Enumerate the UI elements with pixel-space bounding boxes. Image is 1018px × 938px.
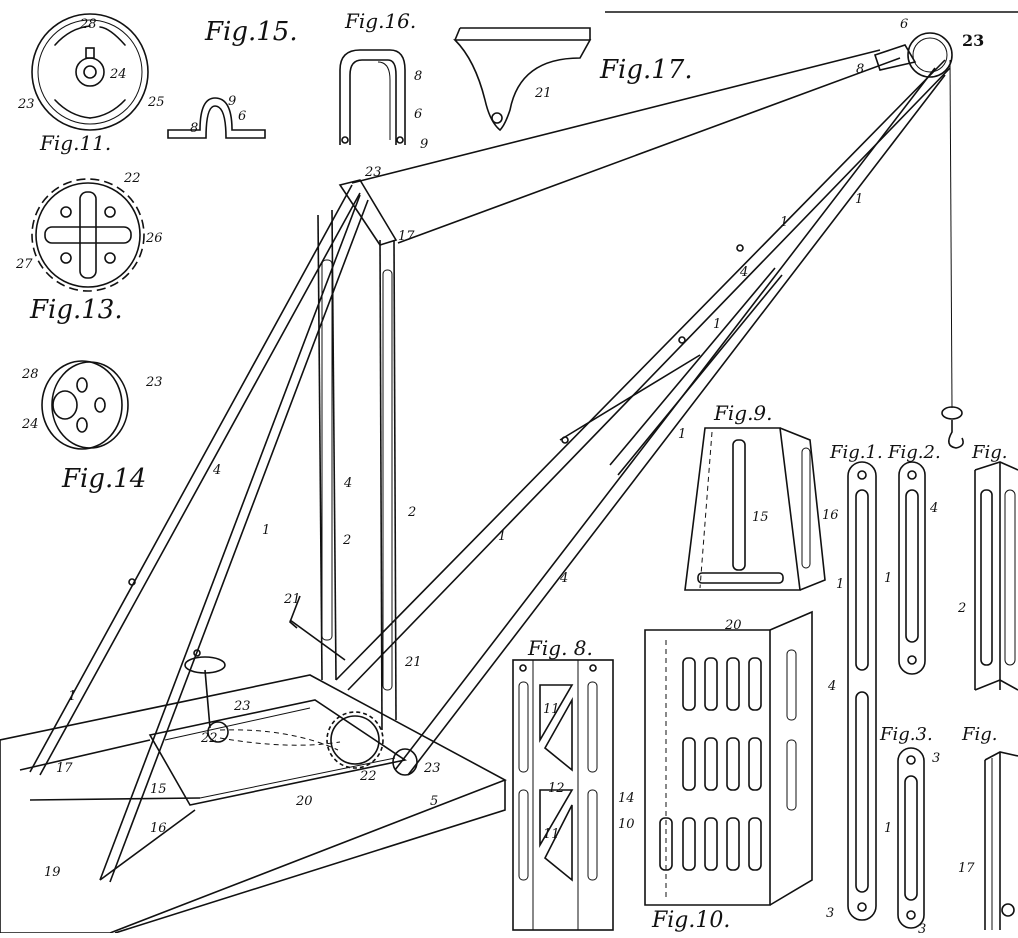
ref-26: 26 bbox=[145, 231, 163, 246]
ref-12: 12 bbox=[548, 781, 565, 796]
ref-4-left: 4 bbox=[212, 463, 221, 478]
fig14-pulley bbox=[41, 360, 129, 450]
ref-23-fig14: 23 bbox=[145, 375, 163, 390]
ref-9-fig15: 9 bbox=[228, 94, 236, 109]
ref-23-foot: 23 bbox=[423, 761, 441, 776]
ref-28-fig14: 28 bbox=[21, 367, 39, 382]
ref-6-head: 6 bbox=[900, 17, 908, 32]
crane-assembly bbox=[0, 32, 964, 934]
ref-8-head: 8 bbox=[856, 62, 864, 77]
ref-4-fig2: 4 bbox=[929, 501, 938, 516]
ref-22-gear: 22 bbox=[359, 769, 377, 784]
ref-8-fig15: 8 bbox=[190, 121, 198, 136]
ref-1-left: 1 bbox=[262, 523, 270, 538]
ref-27: 27 bbox=[15, 257, 33, 272]
ref-1-boom-top: 1 bbox=[855, 192, 863, 207]
ref-24-fig14: 24 bbox=[21, 417, 39, 432]
ref-20-base: 20 bbox=[295, 794, 313, 809]
fig-partial-lower-label: Fig. bbox=[961, 724, 998, 745]
ref-4-fig1: 4 bbox=[827, 679, 836, 694]
ref-4-boom: 4 bbox=[559, 571, 568, 586]
fig15-strap bbox=[167, 97, 266, 139]
ref-11-top: 11 bbox=[543, 702, 560, 717]
fig14-label: Fig.14 bbox=[61, 464, 146, 494]
ref-1-brace: 1 bbox=[713, 317, 721, 332]
ref-23-head: 23 bbox=[962, 31, 984, 50]
fig8-girder bbox=[512, 659, 614, 931]
fig2-short-strip bbox=[898, 461, 926, 675]
partial-angle-strip bbox=[974, 461, 1018, 691]
ref-2-partial: 2 bbox=[957, 601, 966, 616]
ref-1-fig3: 1 bbox=[884, 821, 892, 836]
ref-11-bottom: 11 bbox=[543, 827, 560, 842]
fig9-flanged-plate bbox=[684, 427, 826, 591]
ref-24-fig11: 24 bbox=[109, 67, 127, 82]
ref-9-fig16: 9 bbox=[420, 137, 428, 152]
fig13-gear bbox=[31, 178, 145, 292]
ref-22-fig13: 22 bbox=[123, 171, 141, 186]
ref-4-brace: 4 bbox=[739, 265, 748, 280]
ref-2-tower-right: 2 bbox=[407, 505, 416, 520]
ref-19: 19 bbox=[44, 865, 61, 880]
fig1-long-strip bbox=[847, 461, 877, 921]
ref-1-boom-mid: 1 bbox=[678, 427, 686, 442]
ref-25: 25 bbox=[147, 95, 165, 110]
fig11-label: Fig.11. bbox=[39, 131, 111, 155]
fig11-pulley-disc bbox=[31, 13, 149, 131]
ref-21-jib: 21 bbox=[283, 592, 301, 607]
fig10-flanged-plate bbox=[644, 610, 813, 906]
ref-6-fig16: 6 bbox=[414, 107, 422, 122]
ref-22-crank: 22 bbox=[200, 731, 218, 746]
ref-16-fig9: 16 bbox=[822, 508, 839, 523]
base-board bbox=[0, 674, 507, 934]
ref-1-fig2: 1 bbox=[884, 571, 892, 586]
fig3-label: Fig.3. bbox=[879, 724, 933, 745]
ref-17-tower: 17 bbox=[398, 229, 415, 244]
fig17-label: Fig.17. bbox=[599, 55, 693, 85]
ref-23-tower: 23 bbox=[364, 165, 382, 180]
ref-1-base: 1 bbox=[68, 689, 76, 704]
fig17-gusset bbox=[453, 27, 592, 132]
ref-23-fig11: 23 bbox=[17, 97, 35, 112]
ref-8-fig16: 8 bbox=[414, 69, 422, 84]
fig3-short-strip bbox=[897, 747, 925, 929]
ref-17-partial: 17 bbox=[958, 861, 975, 876]
ref-3-fig3-top: 3 bbox=[932, 751, 940, 766]
ref-1-boom-lower: 1 bbox=[498, 529, 506, 544]
ref-1-fig1: 1 bbox=[836, 577, 844, 592]
fig1-label: Fig.1. bbox=[829, 442, 883, 463]
ref-23-crank: 23 bbox=[233, 699, 251, 714]
ref-4-tower: 4 bbox=[343, 476, 352, 491]
ref-17-base: 17 bbox=[56, 761, 73, 776]
fig15-label: Fig.15. bbox=[204, 17, 298, 47]
base-plate bbox=[148, 699, 408, 806]
ref-21-jib-right: 21 bbox=[404, 655, 422, 670]
ref-15-fig9: 15 bbox=[752, 510, 769, 525]
ref-3-fig1: 3 bbox=[826, 906, 834, 921]
fig-partial-upper-label: Fig. bbox=[971, 442, 1008, 463]
fig13-label: Fig.13. bbox=[29, 295, 123, 325]
fig16-bracket bbox=[339, 49, 406, 145]
fig10-label: Fig.10. bbox=[651, 908, 730, 933]
fig8-label: Fig. 8. bbox=[527, 636, 593, 660]
fig2-label: Fig.2. bbox=[887, 442, 941, 463]
ref-2-tower: 2 bbox=[342, 533, 351, 548]
ref-1-boom-upper: 1 bbox=[780, 215, 788, 230]
ref-16: 16 bbox=[150, 821, 167, 836]
ref-14: 14 bbox=[618, 791, 635, 806]
ref-10: 10 bbox=[618, 817, 635, 832]
ref-6-fig15: 6 bbox=[238, 109, 246, 124]
ref-28-fig11: 28 bbox=[79, 17, 97, 32]
ref-20-fig10: 20 bbox=[724, 618, 742, 633]
fig16-label: Fig.16. bbox=[344, 9, 416, 33]
ref-5: 5 bbox=[430, 794, 438, 809]
ref-3-fig3-bottom: 3 bbox=[918, 922, 926, 933]
ref-21-fig17: 21 bbox=[534, 86, 552, 101]
partial-channel-strip bbox=[984, 751, 1018, 930]
ref-15: 15 bbox=[150, 782, 167, 797]
fig9-label: Fig.9. bbox=[713, 401, 773, 425]
